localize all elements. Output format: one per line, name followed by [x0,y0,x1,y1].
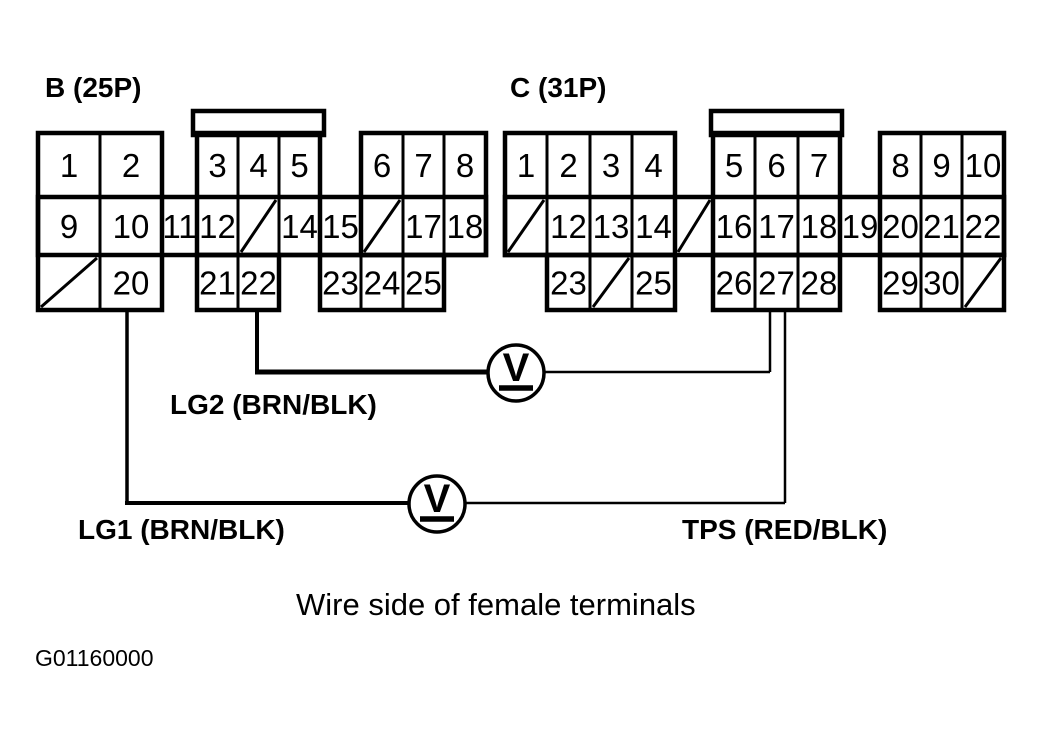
no-pin-slash-icon [362,199,402,253]
pin-number: 21 [199,265,236,302]
pin-number: 20 [882,208,919,245]
pin-number: 17 [405,208,442,245]
wire-label-lg1: LG1 (BRN/BLK) [78,514,285,545]
diagram-caption: Wire side of female terminals [296,587,696,622]
pin-number: 21 [923,208,960,245]
connector-c-outline [502,108,1007,313]
pin-number: 14 [635,208,672,245]
pin-number: 20 [113,265,150,302]
connector-b-bottom-right-block [317,252,447,313]
pin-number: 27 [758,265,795,302]
pin-number: 7 [810,147,828,184]
pin-cell [98,195,164,257]
connector-c-title: C (31P) [510,72,606,103]
voltmeter-symbol: V [503,346,530,390]
pin-number: 11 [162,208,196,245]
no-pin-slash-icon [963,257,1003,308]
pin-number: 26 [716,265,753,302]
pin-number: 6 [767,147,785,184]
no-pin-slash-icon [506,199,546,253]
no-pin-slash-icon [40,256,98,309]
pin-number: 8 [456,147,474,184]
connector-c-bottom-left-block [544,252,678,313]
pin-number: 23 [322,265,359,302]
pin-number: 7 [414,147,432,184]
connector-b-bottom-middle-block [194,252,282,313]
pin-number: 6 [373,147,391,184]
pin-number: 18 [447,208,484,245]
no-pin-slash-icon [676,199,712,253]
pin-number: 17 [758,208,795,245]
pin-number: 25 [635,265,672,302]
pin-number: 2 [559,147,577,184]
pin-number: 13 [593,208,630,245]
pin-number: 29 [882,265,919,302]
pin-number: 25 [405,265,442,302]
voltmeter-lg2: V [486,343,546,403]
pin-number: 14 [281,208,318,245]
pin-number: 18 [801,208,838,245]
pin-number: 10 [965,147,1002,184]
wire-lg2 [255,308,772,375]
wire-label-lg2: LG2 (BRN/BLK) [170,389,377,420]
pin-cell [753,253,800,312]
pin-number: 22 [240,265,277,302]
voltmeter-lg1: V [407,474,467,534]
pin-number: 1 [517,147,535,184]
pin-number: 19 [842,208,879,245]
pin-cell [442,131,488,199]
wire-lg1-tps [125,308,787,505]
pin-number: 8 [891,147,909,184]
pin-number: 9 [932,147,950,184]
pin-number: 1 [60,147,78,184]
pin-number: 22 [965,208,1002,245]
pin-number: 3 [602,147,620,184]
pin-number: 23 [550,265,587,302]
connector-c-bottom-middle-block [710,252,843,313]
voltmeter-symbol: V [424,477,451,521]
pin-number: 12 [199,208,236,245]
pin-number: 10 [113,208,150,245]
pin-number: 5 [290,147,308,184]
pin-number: 3 [208,147,226,184]
pin-number: 24 [364,265,401,302]
pin-number: 4 [644,147,662,184]
pin-number: 2 [122,147,140,184]
connector-c-bottom-right-block [877,252,1007,313]
pin-number: 9 [60,208,78,245]
no-pin-slash-icon [239,199,278,253]
pin-cell [545,195,592,257]
connector-b-outline [35,108,489,313]
connector-b-title: B (25P) [45,72,141,103]
figure-id: G01160000 [35,645,154,671]
pin-number: 12 [550,208,587,245]
pin-number: 4 [249,147,267,184]
pin-number: 28 [801,265,838,302]
wire-label-tps: TPS (RED/BLK) [682,514,887,545]
pin-number: 5 [725,147,743,184]
no-pin-slash-icon [591,257,631,308]
pin-cell [401,195,446,257]
pin-number: 15 [322,208,359,245]
pin-cell [960,195,1006,257]
pin-number: 16 [716,208,753,245]
pin-number: 30 [923,265,960,302]
